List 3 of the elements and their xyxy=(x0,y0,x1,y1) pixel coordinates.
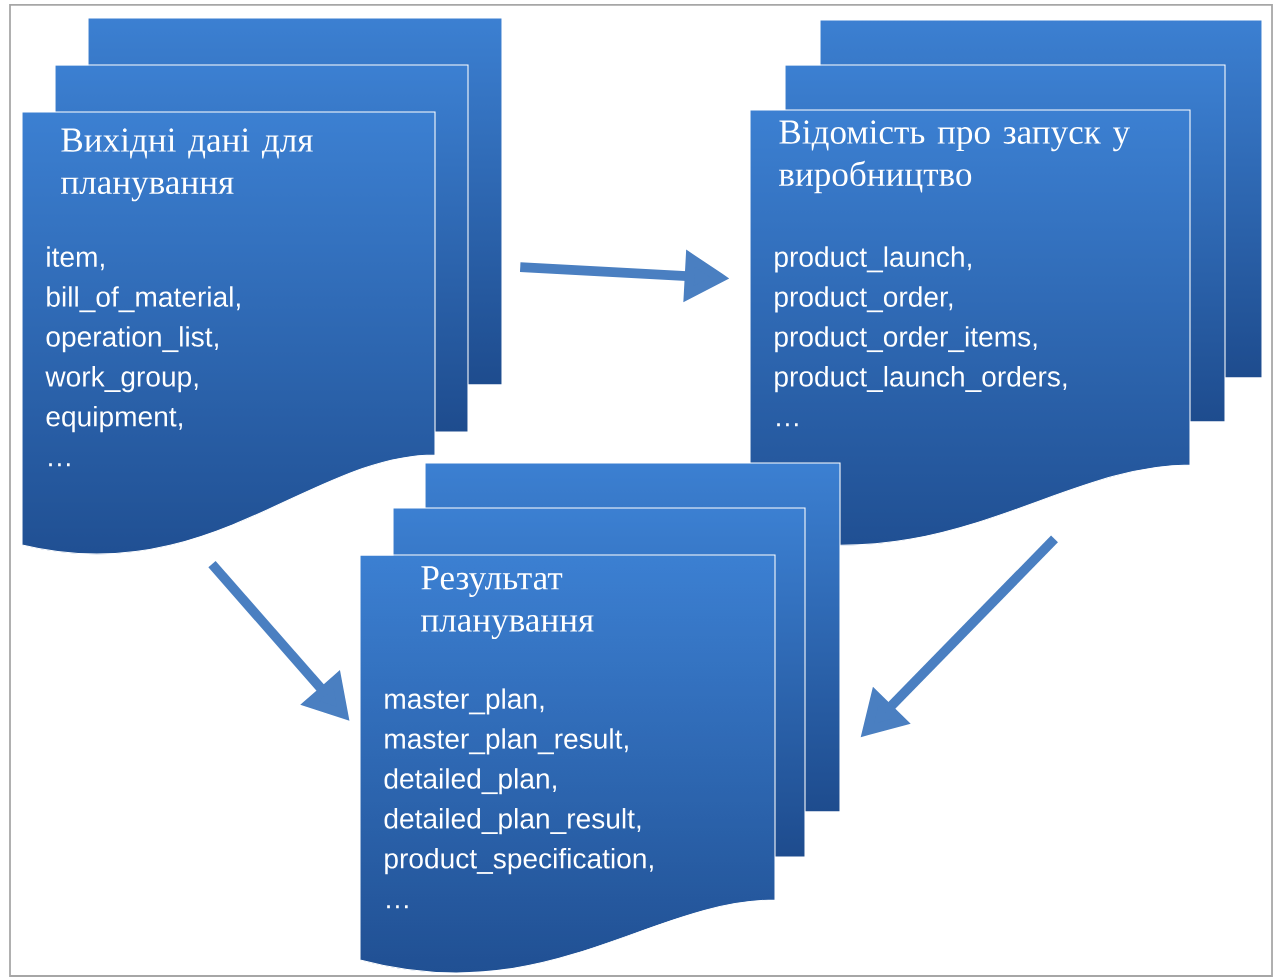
document-stack: Результат планування master_plan, master_plan_result, detailed_plan, detailed_plan_result, product_specification, … xyxy=(359,462,841,974)
document-stack: Відомість про запуск у виробництво product_launch, product_order, product_order_items, product_launch_orders, … xyxy=(749,19,1263,546)
document-stack: Вихідні дані для планування item, bill_of_material, operation_list, work_group, equipment, … xyxy=(21,17,503,555)
